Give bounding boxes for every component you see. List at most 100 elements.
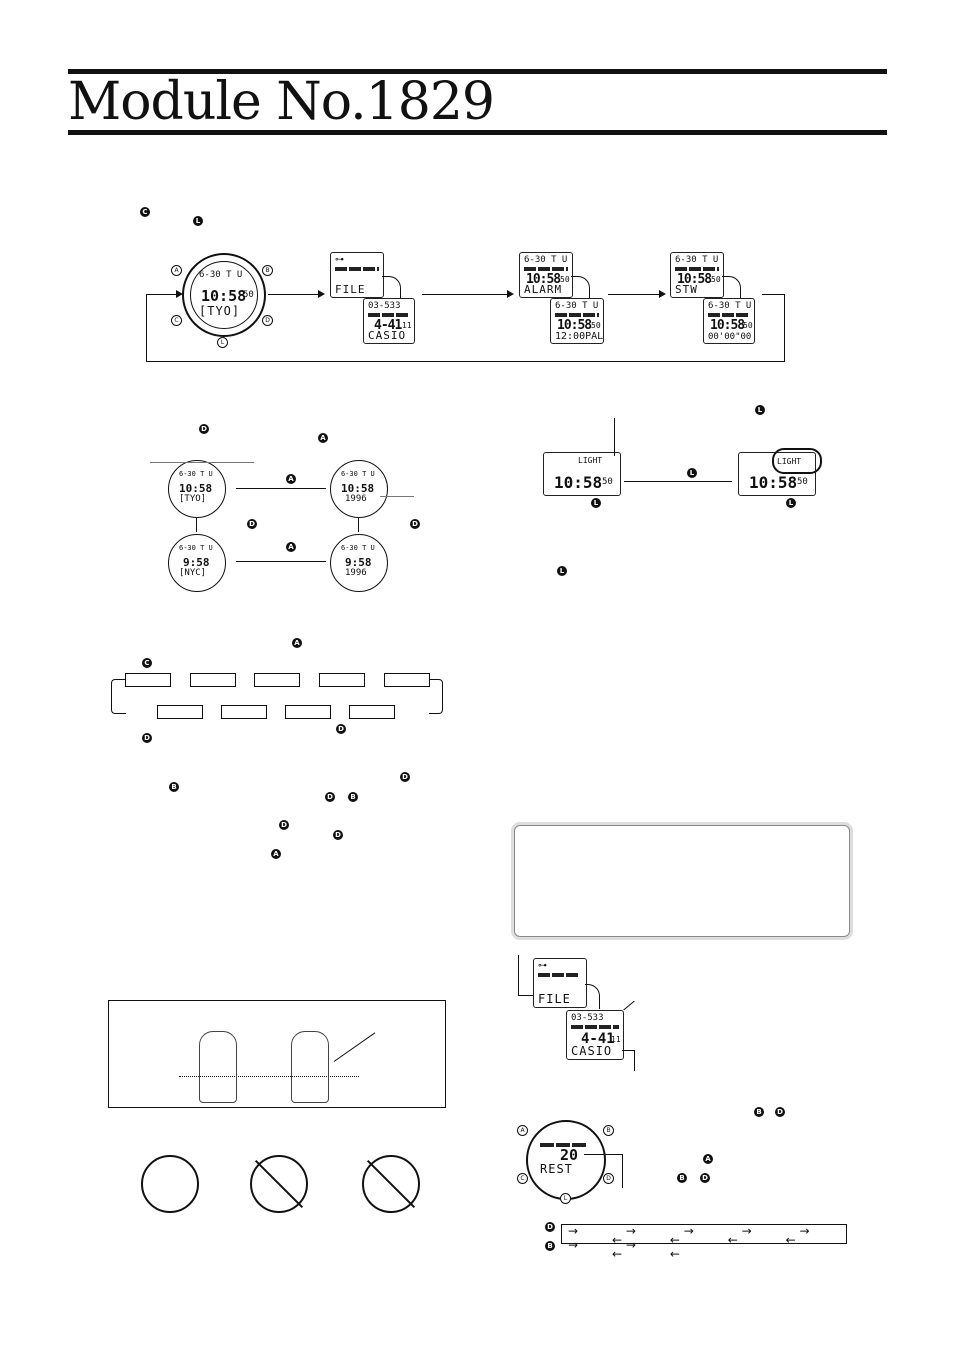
alarm-sub-screen: 6-30 T U 10:58 50 12:00PAL [550,298,604,344]
rest-ref-b: B [754,1107,764,1117]
seq-backward-arrows: ← ← ← ← ← ← [612,1233,818,1261]
prohibit-slash-2 [366,1159,416,1209]
light-right-highlight [772,448,822,474]
main-watch-button-l[interactable]: L [217,337,228,348]
stw-sub-bottom: 00'00"00 [708,332,752,342]
stw-sub-top: 6-30 T U [708,301,752,311]
note-box [514,825,850,937]
world-watch-2-top: 6-30 T U [341,470,375,478]
city-box-6 [157,705,203,719]
alarm-sub-time: 10:58 [557,318,592,333]
file-example-sub-sec: 11 [611,1035,621,1044]
file-sub-screen: 03-533 4-41 11 CASIO [363,298,415,344]
file-example-callout [518,955,535,996]
stw-time: 10:58 [677,272,712,287]
seq-forward-arrows: → → → → → → → [568,1224,832,1252]
seq-button-d-right: D [336,724,346,734]
world-watch-1: 6-30 T U 10:58 [TYO] [168,460,226,518]
alarm-sub-sec: 50 [591,321,601,330]
alarm-sec: 50 [560,275,570,284]
prohibit-slash-1 [254,1159,304,1209]
light-left-indicator: LIGHT [578,456,603,465]
file-example-icon: ⊶ [538,961,547,971]
set-button-d-1: D [400,772,410,782]
light-left-l: L [591,498,601,508]
stw-sub-time: 10:58 [710,318,745,333]
file-example-sub: 03-533 4-41 11 CASIO [566,1010,624,1060]
stw-label: STW [675,283,698,296]
person-2-figure [291,1031,329,1103]
main-watch-button-a[interactable]: A [171,265,182,276]
set-button-d-3: D [279,820,289,830]
wt-button-a-marker: A [318,433,328,443]
rest-watch-button-a[interactable]: A [517,1125,528,1136]
main-watch-time: 10:58 [201,287,247,305]
person-1-figure [199,1031,237,1103]
file-sub-sec: 11 [402,321,412,330]
file-example-sub-bars [571,1025,619,1029]
rest-ref-a: A [703,1154,713,1164]
wt-arrow-top-a: A [286,474,296,484]
light-right-indicator: LIGHT [777,457,802,466]
main-watch-button-c[interactable]: C [171,315,182,326]
file-example-sub-time: 4-41 [581,1031,615,1047]
seq-d-label: D [545,1222,555,1232]
file-mode-screen: ⊶ FILE [330,252,384,298]
main-watch-bezel [190,261,258,329]
file-mode-icon: ⊶ [335,255,344,265]
mode-arrow-1 [268,294,320,295]
wt-callout-top [150,462,254,463]
file-example-sub-bottom: CASIO [571,1044,613,1058]
title-top-rule [68,69,887,74]
file-sub-arrow [382,276,401,301]
world-watch-1-time: 10:58 [179,482,213,495]
set-button-a-3: A [271,849,281,859]
light-left-time: 10:58 [554,473,603,492]
alarm-label: ALARM [524,283,563,296]
light-callout-line [614,418,615,456]
mode-arrow-3 [608,294,660,295]
file-mode-label: FILE [335,283,366,296]
rest-watch-button-c[interactable]: C [517,1173,528,1184]
world-watch-4-year: 1996 [345,568,367,578]
mode-arrowhead-2 [507,290,514,298]
world-watch-2-time: 10:58 [341,482,375,495]
alarm-top: 6-30 T U [524,255,568,265]
world-watch-2-year: 1996 [345,494,367,504]
light-note-l: L [557,566,567,576]
file-mode-bars [335,267,379,271]
world-watch-4-top: 6-30 T U [341,544,375,552]
rest-ref-d2: D [700,1173,710,1183]
world-watch-3: 6-30 T U 9:58 [NYC] [168,534,226,592]
wt-arrow-top [236,488,326,489]
alarm-time: 10:58 [526,272,561,287]
rest-watch-value: 20 [560,1146,579,1164]
world-watch-3-top: 6-30 T U [179,544,213,552]
rest-ref-d: D [775,1107,785,1117]
stw-sub-screen: 6-30 T U 10:58 50 00'00"00 [703,298,755,344]
main-watch-city: [TYO] [199,304,241,318]
file-example-screen: ⊶ FILE [533,958,587,1008]
set-button-b-1: B [169,782,179,792]
seq-b-label: B [545,1241,555,1251]
main-watch-button-b[interactable]: B [262,265,273,276]
rest-watch-button-l[interactable]: L [560,1193,571,1204]
alarm-mode-screen: 6-30 T U 10:58 50 ALARM [519,252,573,298]
world-watch-4-time: 9:58 [345,556,372,569]
main-watch-sec: 50 [243,290,254,300]
rest-watch-label: REST [540,1162,573,1176]
mode-arrowhead-1 [318,290,325,298]
alarm-sub-arrow [571,276,590,301]
stw-sub-sec: 50 [743,321,753,330]
city-box-3 [254,673,300,687]
wt-button-d-marker: D [199,424,209,434]
file-example-sub-top: 03-533 [571,1013,604,1023]
light-arrow-l: L [687,468,697,478]
main-watch-case [182,253,266,337]
world-watch-1-city: [TYO] [179,494,207,504]
world-watch-4: 6-30 T U 9:58 1996 [330,534,388,592]
main-watch-button-d[interactable]: D [262,315,273,326]
file-sub-bottom: CASIO [368,329,407,342]
rest-watch-button-d[interactable]: D [603,1173,614,1184]
rest-watch-button-b[interactable]: B [603,1125,614,1136]
